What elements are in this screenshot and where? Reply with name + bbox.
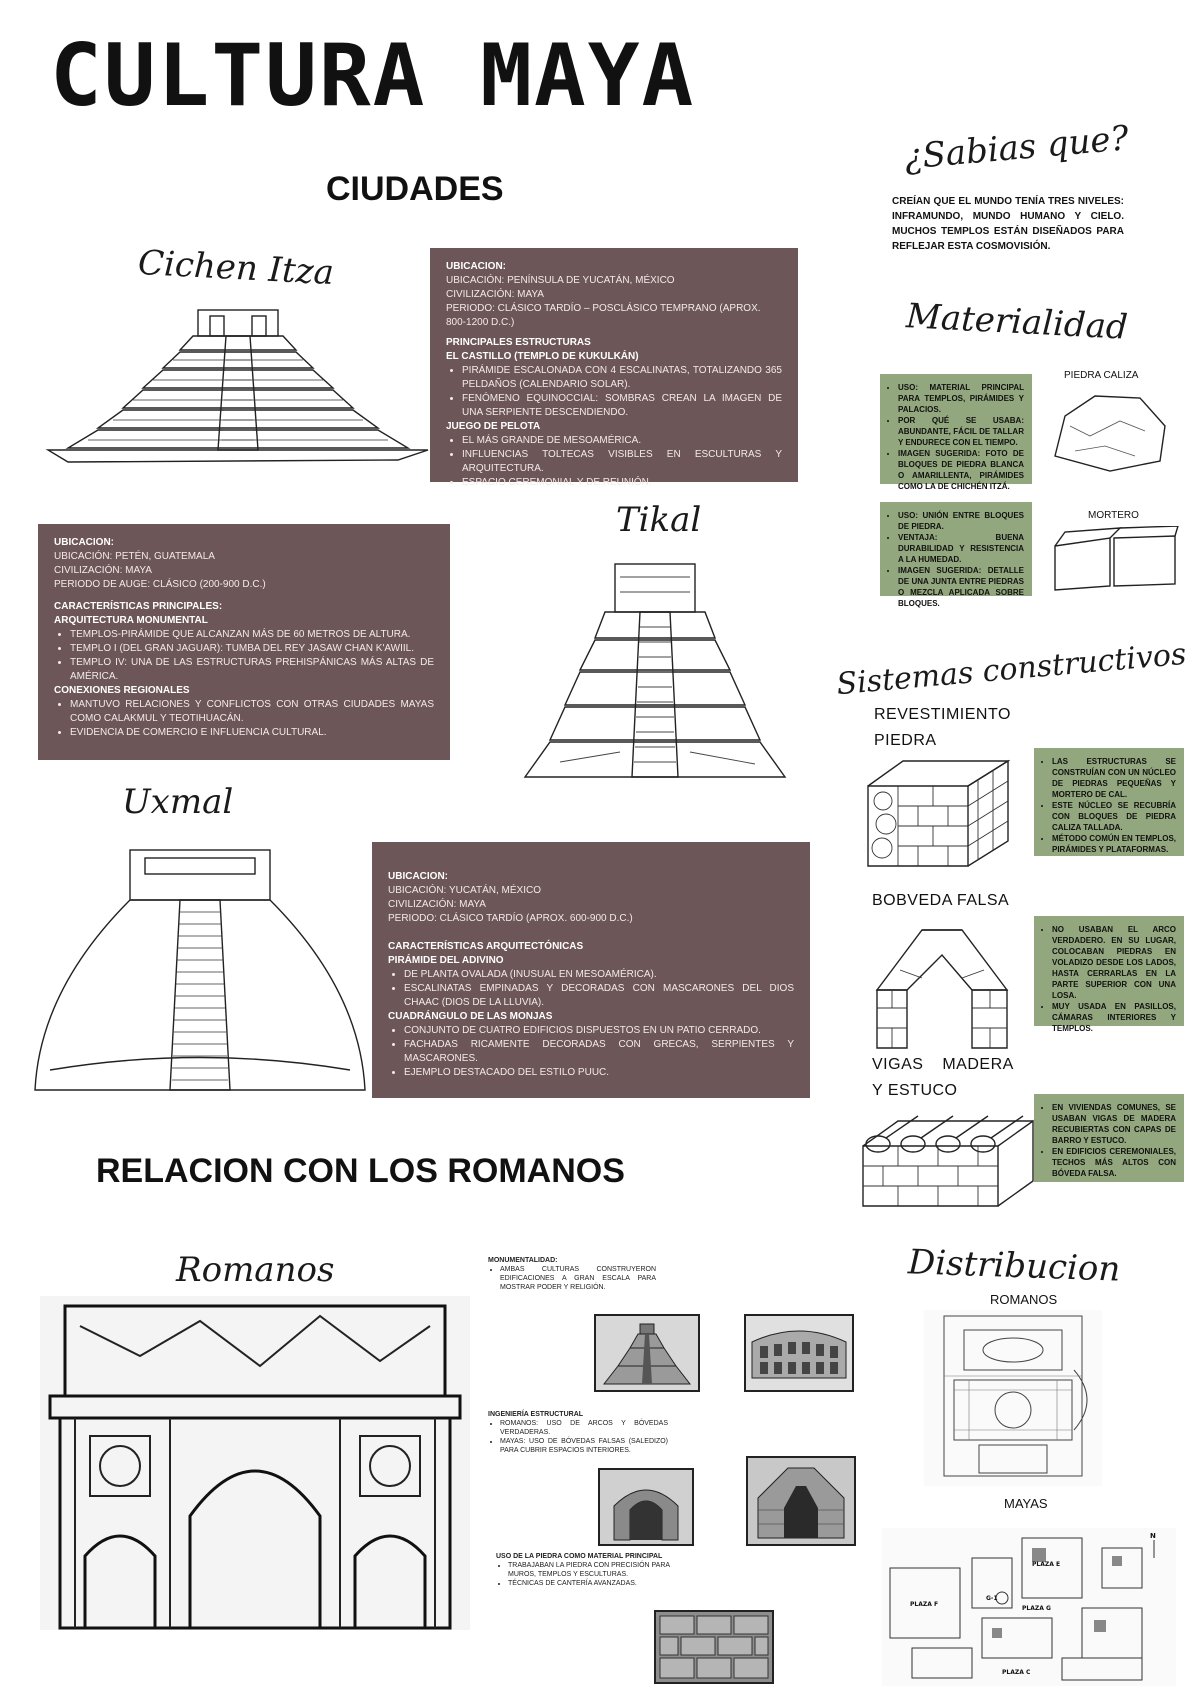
comparison-img-maya-pyramid <box>594 1314 700 1392</box>
uxmal-pyramid-drawing <box>30 840 370 1102</box>
section-heading-relacion: RELACION CON LOS ROMANOS <box>96 1152 625 1190</box>
roman-arch-drawing <box>40 1296 470 1630</box>
tikal-info-box: UBICACION: UBICACIÓN: PETÉN, GUATEMALA C… <box>38 524 450 760</box>
comparison-img-colosseum <box>744 1314 854 1392</box>
distribucion-mayas-label: MAYAS <box>1004 1496 1048 1511</box>
mortero-label: MORTERO <box>1088 510 1139 521</box>
vigas-label-2: Y ESTUCO <box>872 1082 958 1099</box>
ingenieria-text: INGENIERÍA ESTRUCTURAL ROMANOS: USO DE A… <box>488 1410 668 1455</box>
comparison-img-roman-arch <box>598 1468 694 1546</box>
mortero-info: USO: UNIÓN ENTRE BLOQUES DE PIEDRA. VENT… <box>880 502 1032 608</box>
piedra-material-text: USO DE LA PIEDRA COMO MATERIAL PRINCIPAL… <box>496 1552 678 1588</box>
comparison-img-stone-wall <box>654 1610 774 1684</box>
plaza-c-label: PLAZA C <box>1002 1669 1031 1676</box>
chichen-pyramid-drawing <box>38 300 438 480</box>
piedra-caliza-info: USO: MATERIAL PRINCIPAL PARA TEMPLOS, PI… <box>880 374 1032 491</box>
piedra-caliza-label: PIEDRA CALIZA <box>1064 370 1139 381</box>
distribucion-romanos-label: ROMANOS <box>990 1292 1058 1307</box>
chichen-info-box: UBICACION: UBICACIÓN: PENÍNSULA DE YUCAT… <box>430 248 798 488</box>
plaza-e-label: PLAZA E <box>1032 1561 1060 1568</box>
plaza-f-label: PLAZA F <box>910 1601 938 1608</box>
revestimiento-drawing <box>858 756 1018 872</box>
city-title-uxmal: Uxmal <box>122 782 234 822</box>
vigas-drawing <box>858 1106 1036 1210</box>
romanos-title: Romanos <box>176 1250 335 1290</box>
page-title: CULTURA MAYA <box>50 26 696 126</box>
city-title-tikal: Tikal <box>616 500 702 540</box>
city-title-chichen: Cichen Itza <box>137 242 335 294</box>
north-arrow-label: N <box>1150 1532 1156 1540</box>
comparison-img-corbel-vault <box>746 1456 856 1546</box>
revestimiento-label-2: PIEDRA <box>874 732 937 749</box>
roman-site-plan <box>924 1310 1102 1486</box>
bobveda-info: NO USABAN EL ARCO VERDADERO. EN SU LUGAR… <box>1034 916 1184 1033</box>
mortero-drawing <box>1050 526 1180 594</box>
g1-label: G-1 <box>986 1595 998 1602</box>
section-heading-ciudades: CIUDADES <box>326 170 504 208</box>
vigas-label-1: VIGAS MADERA <box>872 1056 1014 1073</box>
distribucion-title: Distribucion <box>907 1242 1121 1290</box>
revestimiento-label-1: REVESTIMIENTO <box>874 706 1011 723</box>
uxmal-info-box: UBICACION: UBICACIÓN: YUCATÁN, MÉXICO CI… <box>372 842 810 1098</box>
piedra-caliza-drawing <box>1050 386 1170 476</box>
tikal-pyramid-drawing <box>520 552 790 802</box>
sabias-title: ¿Sabias que? <box>902 118 1131 178</box>
vigas-info: EN VIVIENDAS COMUNES, SE USABAN VIGAS DE… <box>1034 1094 1184 1182</box>
bobveda-label: BOBVEDA FALSA <box>872 892 1010 909</box>
maya-site-plan: PLAZA F PLAZA G PLAZA E G-1 PLAZA C N <box>882 1528 1176 1686</box>
sistemas-title: Sistemas constructivos <box>835 636 1188 703</box>
bobveda-drawing <box>872 920 1022 1052</box>
materialidad-title: Materialidad <box>905 296 1129 348</box>
revestimiento-info: LAS ESTRUCTURAS SE CONSTRUÍAN CON UN NÚC… <box>1034 748 1184 856</box>
sabias-text: CREÍAN QUE EL MUNDO TENÍA TRES NIVELES: … <box>892 196 1124 252</box>
monumentalidad-text: MONUMENTALIDAD: AMBAS CULTURAS CONSTRUYE… <box>488 1256 656 1292</box>
plaza-g-label: PLAZA G <box>1022 1605 1051 1612</box>
